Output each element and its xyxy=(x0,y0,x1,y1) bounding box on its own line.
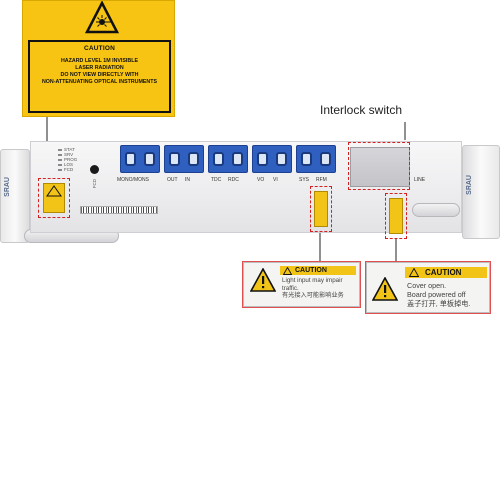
port-label: RFM xyxy=(316,177,327,183)
port-label: OUT xyxy=(167,177,178,183)
indicator-fcd: FCD xyxy=(58,167,77,172)
port-label: VO xyxy=(257,177,265,183)
traffic-label-small xyxy=(314,191,328,227)
fcd-label: FCD xyxy=(92,179,97,189)
port-label: IN xyxy=(185,177,190,183)
right-ejector-handle[interactable] xyxy=(462,145,500,239)
indicator-los: LOS xyxy=(58,162,77,167)
warning-triangle-icon xyxy=(250,268,276,292)
port-label: VI xyxy=(273,177,278,183)
port-vo-vi[interactable] xyxy=(252,145,292,173)
cover-label-small xyxy=(389,198,403,234)
cover-caution-header: CAUTION xyxy=(405,267,487,278)
indicator-column: STAT SRV PROG LOS FCD xyxy=(58,147,77,172)
cover-label-highlight xyxy=(385,193,407,239)
right-lever[interactable] xyxy=(412,203,460,217)
cover-caution-title: CAUTION xyxy=(425,268,462,277)
port-sys-rfm[interactable] xyxy=(296,145,336,173)
port-label: MONO/MONS xyxy=(117,177,149,183)
traffic-caution-line2: traffic. xyxy=(282,284,299,292)
traffic-caution-header: CAUTION xyxy=(280,266,356,275)
laser-line: LASER RADIATION xyxy=(75,65,124,71)
port-label: TDC xyxy=(211,177,222,183)
caution-mini-icon xyxy=(283,266,292,275)
traffic-caution-frame xyxy=(242,261,361,308)
caution-mini-icon xyxy=(409,268,419,277)
warning-triangle-icon xyxy=(372,277,398,301)
fcd-button[interactable] xyxy=(90,165,99,174)
interlock-switch-callout: Interlock switch xyxy=(320,103,403,117)
traffic-caution-line1: Light input may impair xyxy=(282,277,343,284)
laser-label-highlight xyxy=(38,178,70,218)
traffic-caution-label: CAUTION Light input may impair traffic. … xyxy=(242,261,361,308)
barcode-sticker xyxy=(80,206,158,214)
traffic-label-highlight xyxy=(310,186,332,232)
board-front-panel: SRAU STAT SRV PROG LOS FCD FCD MONO/MONS… xyxy=(0,141,500,251)
cover-caution-line3: 盖子打开, 单板掉电. xyxy=(407,299,471,308)
laser-hazard-icon xyxy=(85,1,119,34)
laser-small-icon xyxy=(46,185,62,197)
port-tdc-rdc[interactable] xyxy=(208,145,248,173)
port-mono-mons[interactable] xyxy=(120,145,160,173)
board-name-left: SRAU xyxy=(4,177,11,197)
indicator-prog: PROG xyxy=(58,157,77,162)
traffic-caution-line3: 有光接入可能影响业务 xyxy=(282,292,344,299)
port-label: RDC xyxy=(228,177,239,183)
laser-line: DO NOT VIEW DIRECTLY WITH xyxy=(60,72,139,78)
laser-label-small xyxy=(43,183,65,213)
laser-line: NON-ATTENUATING OPTICAL INSTRUMENTS xyxy=(41,79,158,85)
left-ejector-handle[interactable] xyxy=(0,149,30,243)
indicator-stat: STAT xyxy=(58,147,77,152)
board-name-right: SRAU xyxy=(466,175,473,195)
laser-warning-label: CAUTION HAZARD LEVEL 1M INVISIBLE LASER … xyxy=(22,0,175,117)
cover-caution-label: CAUTION Cover open. Board powered off 盖子… xyxy=(365,261,491,314)
laser-caution-title: CAUTION xyxy=(83,45,115,52)
port-label: SYS xyxy=(299,177,310,183)
interlock-switch[interactable] xyxy=(350,147,410,187)
cover-caution-frame xyxy=(365,261,491,314)
port-out-in[interactable] xyxy=(164,145,204,173)
port-label: LINE xyxy=(414,177,426,183)
laser-line: HAZARD LEVEL 1M INVISIBLE xyxy=(60,58,138,64)
interlock-switch-highlight xyxy=(348,142,410,190)
laser-warning-text-box: CAUTION HAZARD LEVEL 1M INVISIBLE LASER … xyxy=(28,40,171,113)
cover-caution-line2: Board powered off xyxy=(407,290,466,299)
traffic-caution-title: CAUTION xyxy=(295,267,327,274)
cover-caution-line1: Cover open. xyxy=(407,281,447,290)
indicator-srv: SRV xyxy=(58,152,77,157)
